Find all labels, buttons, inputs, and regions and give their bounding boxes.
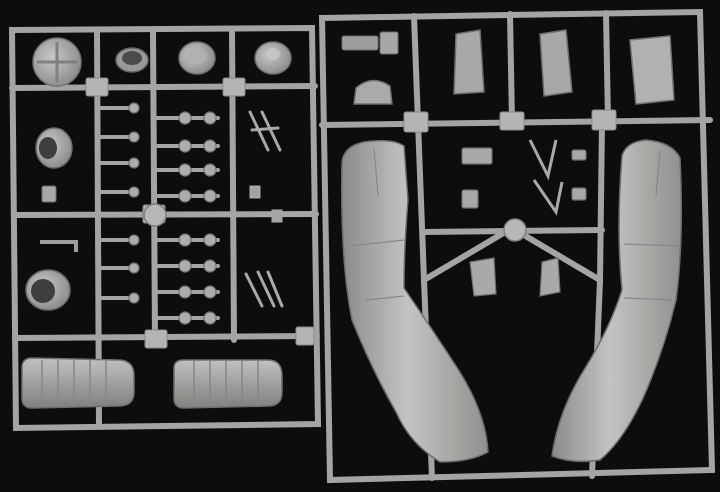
right-tree-blocks <box>403 109 617 133</box>
small-knob-parts <box>128 102 217 325</box>
fuel-tank-halves <box>21 357 283 409</box>
left-tree-center-hub <box>143 203 167 227</box>
left-top-row-parts <box>32 37 292 87</box>
landing-gear-struts <box>244 110 284 308</box>
fuselage-half-left <box>340 139 489 463</box>
right-tree-center-hub <box>503 218 527 242</box>
cockpit-parts <box>461 139 587 297</box>
left-column-parts <box>25 127 78 311</box>
fuselage-half-right <box>551 139 683 463</box>
right-top-row-parts <box>341 29 675 105</box>
